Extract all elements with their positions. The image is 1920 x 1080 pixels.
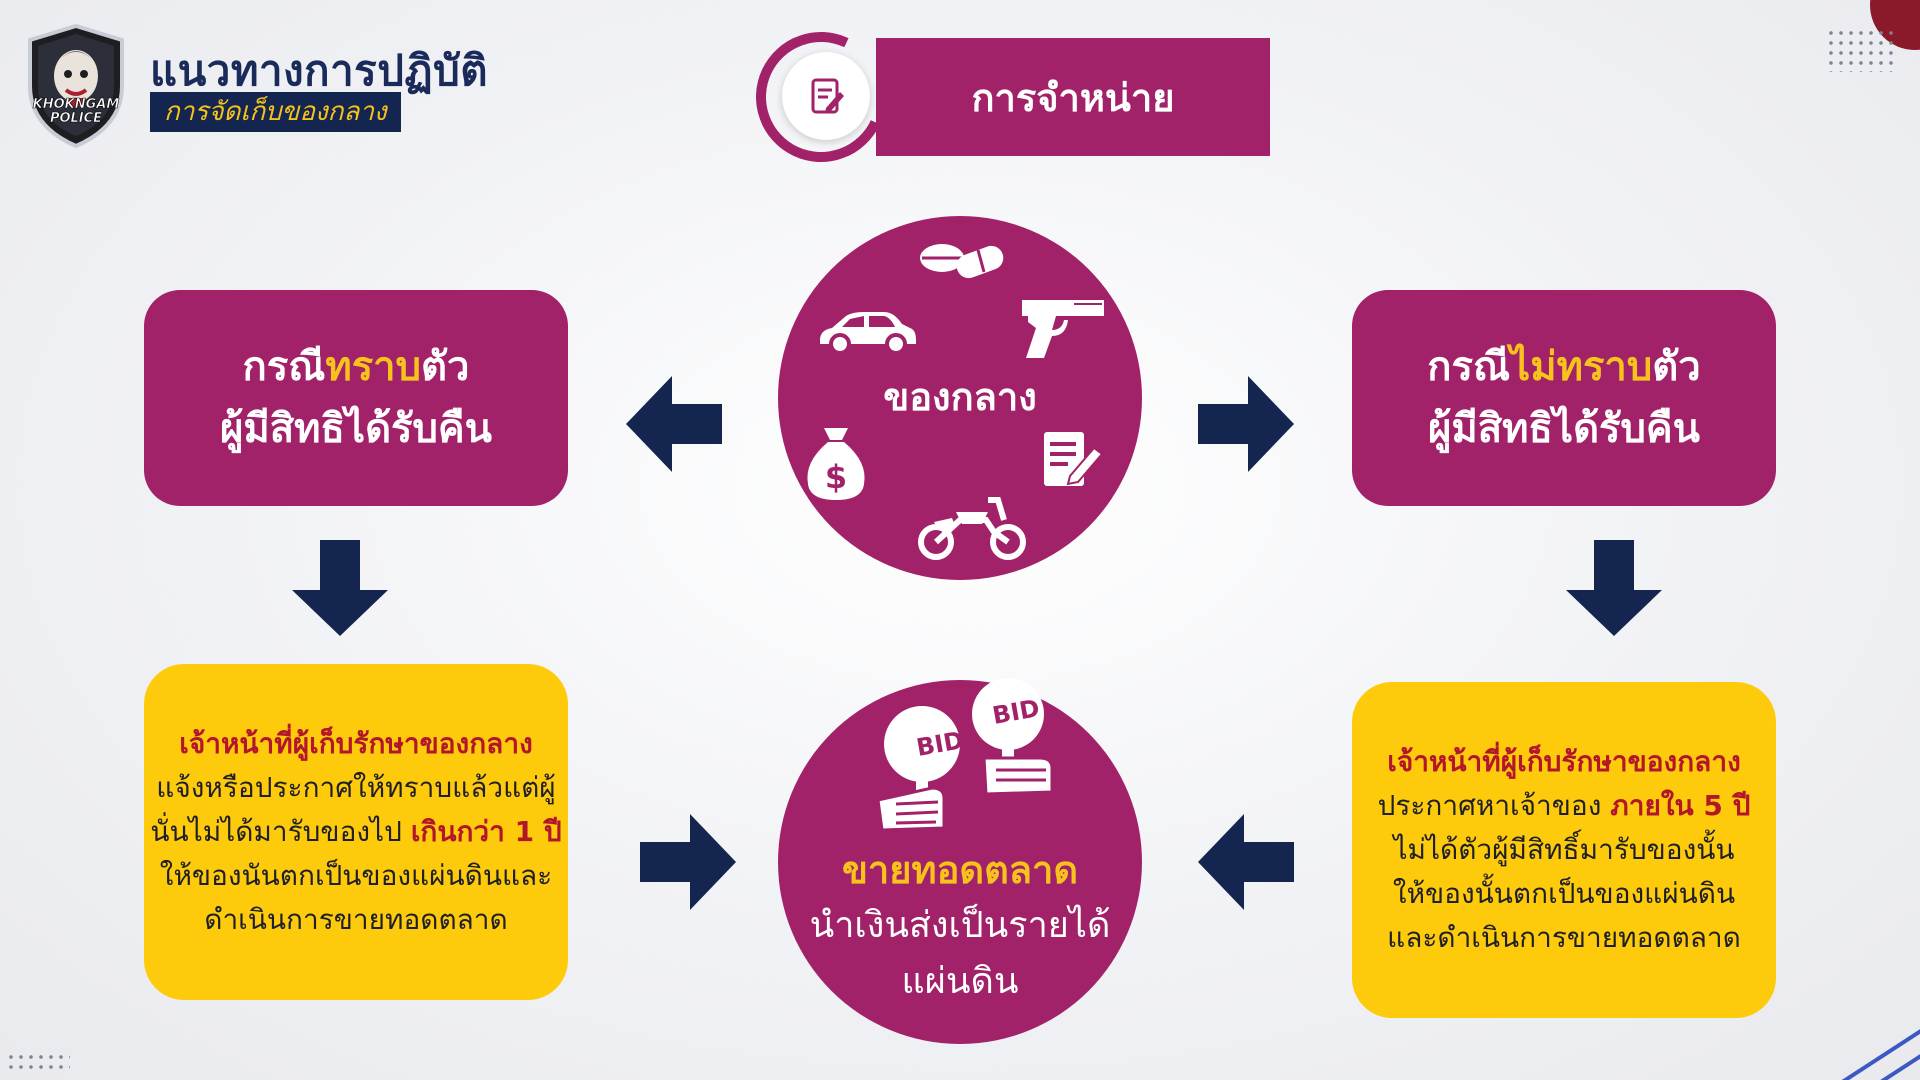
arrow-down-icon xyxy=(1566,540,1662,636)
unknown-owner-line2: ผู้มีสิทธิได้รับคืน xyxy=(1427,406,1701,452)
unknown-owner-procedure-box: เจ้าหน้าที่ผู้เก็บรักษาของกลาง ประกาศหาเ… xyxy=(1352,682,1776,1018)
logo-text-line2: POLICE xyxy=(49,111,103,126)
svg-text:$: $ xyxy=(825,458,847,496)
unknown-procedure-line2: ไม่ได้ตัวผู้มีสิทธิ์มารับของนั้น xyxy=(1393,833,1735,866)
auction-line2: แผ่นดิน xyxy=(901,961,1019,1002)
known-owner-procedure-box: เจ้าหน้าที่ผู้เก็บรักษาของกลาง แจ้งหรือป… xyxy=(144,664,568,1000)
arrow-right-icon xyxy=(640,814,736,910)
money-bag-icon: $ xyxy=(807,428,865,500)
dot-pattern-bottom-left xyxy=(6,1052,70,1074)
evidence-circle: ของกลาง $ xyxy=(778,216,1142,580)
evidence-label: ของกลาง xyxy=(883,375,1037,419)
logo-text-line1: KHOKNGAM xyxy=(32,97,120,112)
document-pen-icon xyxy=(811,78,844,114)
unknown-owner-suffix: ตัว xyxy=(1652,344,1701,390)
unknown-procedure-line1: ประกาศหาเจ้าของ xyxy=(1377,789,1611,822)
bid-paddle-icon xyxy=(972,678,1054,796)
known-procedure-line2: นั่นไม่ได้มารับของไป xyxy=(150,815,411,848)
unknown-procedure-line4: และดำเนินการขายทอดตลาด xyxy=(1387,921,1741,954)
dot-pattern-top-right xyxy=(1826,28,1898,72)
auction-circle: BID BID ขายทอดตลาด นำเงินส่งเป็นรายได้ แ… xyxy=(778,678,1142,1044)
bid-paddle-icon xyxy=(876,706,960,832)
known-procedure-deadline: เกินกว่า 1 ปี xyxy=(410,815,562,848)
arrow-left-icon xyxy=(1198,814,1294,910)
known-procedure-heading: เจ้าหน้าที่ผู้เก็บรักษาของกลาง xyxy=(179,727,533,760)
pills-icon xyxy=(920,244,1004,279)
unknown-owner-box: กรณีไม่ทราบตัว ผู้มีสิทธิได้รับคืน xyxy=(1352,290,1776,506)
known-owner-prefix: กรณี xyxy=(242,344,326,390)
page-title: แนวทางการปฏิบัติ xyxy=(150,46,489,95)
known-owner-highlight: ทราบ xyxy=(325,344,422,390)
unknown-owner-highlight: ไม่ทราบ xyxy=(1510,344,1653,390)
known-owner-line2: ผู้มีสิทธิได้รับคืน xyxy=(219,406,493,452)
known-owner-suffix: ตัว xyxy=(421,344,470,390)
unknown-procedure-heading: เจ้าหน้าที่ผู้เก็บรักษาของกลาง xyxy=(1387,745,1741,778)
unknown-owner-prefix: กรณี xyxy=(1427,344,1511,390)
arrow-left-icon xyxy=(626,376,722,472)
auction-line1: นำเงินส่งเป็นรายได้ xyxy=(809,905,1111,946)
arrow-right-icon xyxy=(1198,376,1294,472)
auction-heading: ขายทอดตลาด xyxy=(841,848,1079,892)
banner-label: การจำหน่าย xyxy=(876,38,1270,156)
car-icon xyxy=(820,312,916,355)
unknown-procedure-line3: ให้ของนั้นตกเป็นของแผ่นดิน xyxy=(1392,877,1736,910)
page-subtitle: การจัดเก็บของกลาง xyxy=(150,92,401,132)
pistol-icon xyxy=(1022,300,1104,358)
known-procedure-line4: ดำเนินการขายทอดตลาด xyxy=(204,903,508,936)
stripe-decoration xyxy=(1810,1020,1920,1080)
known-procedure-line1: แจ้งหรือประกาศให้ทราบแล้วแต่ผู้ xyxy=(156,771,556,804)
known-procedure-line3: ให้ของนันตกเป็นของแผ่นดินและ xyxy=(159,859,553,892)
banner-icon-disc xyxy=(782,52,870,140)
known-owner-box: กรณีทราบตัว ผู้มีสิทธิได้รับคืน xyxy=(144,290,568,506)
police-logo: KHOKNGAM POLICE xyxy=(22,22,130,150)
unknown-procedure-deadline: ภายใน 5 ปี xyxy=(1610,789,1751,822)
shield-logo-icon xyxy=(28,23,124,149)
clipboard-pen-icon xyxy=(1044,432,1104,486)
arrow-down-icon xyxy=(292,540,388,636)
motorcycle-icon xyxy=(918,497,1026,560)
